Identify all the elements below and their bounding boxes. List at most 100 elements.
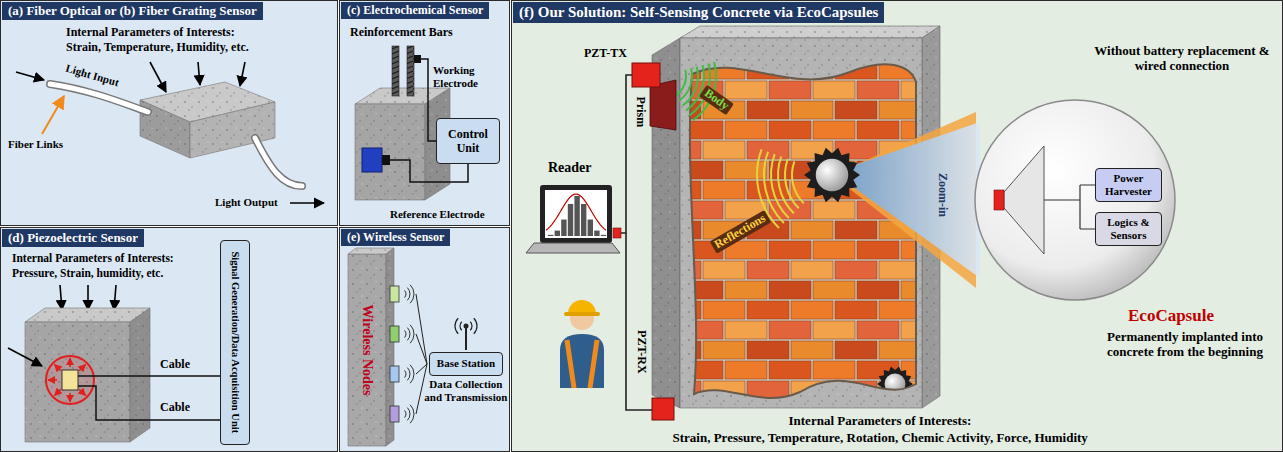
brick: [923, 341, 965, 359]
histogram: [594, 231, 599, 236]
brick: [967, 61, 1009, 79]
brick: [747, 341, 789, 359]
brick: [681, 121, 723, 139]
brick: [901, 321, 943, 339]
capsule-icon: [816, 159, 848, 191]
brick: [725, 81, 767, 99]
brick: [901, 81, 943, 99]
brick: [659, 221, 701, 239]
label-text: Reinforcement Bars: [350, 26, 453, 40]
eco-figure: [621, 75, 632, 233]
brick: [945, 321, 987, 339]
radio-wave: [410, 405, 414, 423]
fiber-sensor-figure: [198, 62, 200, 85]
emission-arrow: [69, 358, 71, 367]
brick: [637, 161, 679, 179]
radio-wave: [410, 285, 414, 303]
panel-ground: [340, 228, 510, 452]
histogram: [568, 204, 573, 236]
electrochemical-figure: [362, 148, 382, 172]
brick: [769, 161, 811, 179]
brick: [769, 81, 811, 99]
wireless-figure: [390, 366, 399, 382]
brick: [923, 101, 965, 119]
panel-ground: [512, 1, 1283, 452]
brick: [791, 341, 833, 359]
brick: [659, 181, 701, 199]
label-text: Reader: [548, 160, 592, 176]
wireless-figure: [348, 254, 386, 446]
brick: [769, 281, 811, 299]
eco-figure: [626, 233, 652, 410]
piezo-figure: [114, 285, 116, 310]
brick: [769, 361, 811, 379]
piezo-figure: [130, 308, 150, 442]
wireless-figure: [416, 334, 427, 364]
process-box: Logics & Sensors: [1095, 212, 1162, 247]
brick: [791, 61, 833, 79]
brick: [681, 401, 723, 419]
radio-wave: [410, 325, 414, 343]
worker-icon: [568, 300, 596, 314]
worker-icon: [560, 300, 604, 388]
brick: [659, 341, 701, 359]
eco-figure: [632, 63, 660, 87]
eco-figure: [540, 185, 612, 243]
piezo-figure: [87, 285, 89, 310]
fiber-sensor-figure: [240, 62, 245, 86]
brick: [703, 261, 745, 279]
piezo-figure: [46, 356, 94, 404]
brick: [703, 341, 745, 359]
label-text: Pressure, Strain, humidity, etc.: [12, 267, 163, 280]
emission-arrow: [48, 358, 86, 402]
capsule-icon: [804, 148, 860, 203]
box-label: Control Unit: [442, 127, 494, 156]
piezo-figure: [8, 285, 220, 442]
brick: [857, 321, 899, 339]
wireless-figure: [465, 328, 467, 350]
brick: [659, 61, 701, 79]
panel-header: (f) Our Solution: Self-Sensing Concrete …: [513, 2, 884, 23]
brick: [813, 281, 855, 299]
panel-header: (a) Fiber Optical or (b) Fiber Grating S…: [2, 2, 263, 20]
brick: [857, 41, 899, 59]
brick: [747, 261, 789, 279]
capsule-icon: [885, 374, 906, 395]
brick: [769, 241, 811, 259]
piezo-figure: [25, 308, 150, 322]
process-box: Power Harvester: [1095, 168, 1162, 203]
fiber-sensor-figure: [290, 202, 324, 204]
piezo-figure: [78, 375, 220, 377]
brick: [879, 101, 921, 119]
electrochemical-figure: [355, 104, 425, 200]
radio-wave: [407, 328, 410, 341]
brick: [813, 201, 855, 219]
brick: [813, 361, 855, 379]
piezo-figure: [60, 285, 62, 310]
brick: [725, 321, 767, 339]
wireless-figure: [464, 324, 469, 329]
capsule-icon: [804, 148, 860, 203]
brick: [681, 161, 723, 179]
brick: [879, 301, 921, 319]
electrochemical-figure: [407, 46, 414, 96]
piezo-figure: [25, 322, 130, 442]
panel-header: (e) Wireless Sensor: [341, 229, 450, 246]
electrochemical-figure: [392, 46, 399, 96]
radio-wave: [405, 330, 406, 337]
label-text: Internal Parameters of Interests:: [12, 252, 174, 265]
emission-arrow: [79, 389, 85, 395]
brick: [769, 121, 811, 139]
box-label: Signal Generation/Data Acquisition Unit: [229, 246, 242, 439]
label-text: Light Input: [64, 61, 120, 88]
capsule-icon: [877, 366, 913, 401]
wireless-figure: [416, 294, 427, 364]
radio-wave: [405, 285, 414, 423]
label-text: Permanently implanted into concrete from…: [1095, 330, 1275, 360]
wireless-figure: [348, 248, 477, 446]
brick: [725, 401, 767, 419]
brick: [637, 41, 1009, 439]
brick: [791, 221, 833, 239]
brick: [835, 341, 877, 359]
panel-ground: [1, 1, 338, 226]
